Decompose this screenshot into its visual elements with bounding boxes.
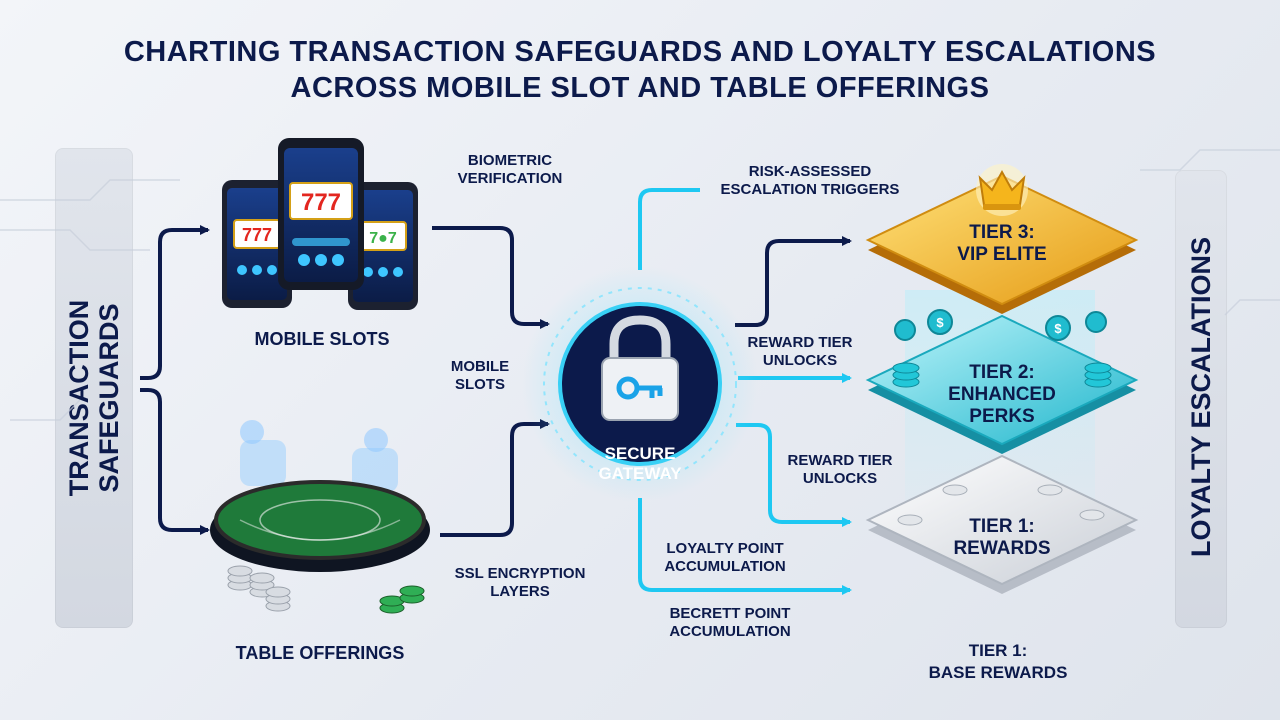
base-rewards-line-1: TIER 1: xyxy=(968,641,1028,660)
table-offerings-caption: TABLE OFFERINGS xyxy=(235,643,405,663)
reward-tier-unlocks-label-2: REWARD TIER UNLOCKS xyxy=(770,452,910,488)
tier-2-line-3: PERKS xyxy=(969,406,1035,427)
circuit-background xyxy=(0,149,1280,421)
svg-text:777: 777 xyxy=(242,225,272,245)
loyalty-point-accumulation-label: LOYALTY POINT ACCUMULATION xyxy=(645,540,805,576)
tier-1-line-2: REWARDS xyxy=(953,538,1051,559)
transaction-safeguards-panel xyxy=(55,148,133,628)
risk-assessed-label: RISK-ASSESSED ESCALATION TRIGGERS xyxy=(700,163,920,199)
secure-gateway-icon xyxy=(522,266,758,502)
becrett-line-2: ACCUMULATION xyxy=(669,623,791,640)
mobile-slots-caption: MOBILE SLOTS xyxy=(254,329,390,349)
tier-3-label: TIER 3: VIP ELITE xyxy=(932,222,1072,266)
tier-1-label: TIER 1: REWARDS xyxy=(932,516,1072,560)
becrett-point-accumulation-label: BECRETT POINT ACCUMULATION xyxy=(645,605,815,641)
tier-stack-icon xyxy=(865,174,1139,594)
page-title: CHARTING TRANSACTION SAFEGUARDS AND LOYA… xyxy=(0,34,1280,106)
slot-phone-icon: 777 7●7 777 xyxy=(222,138,418,310)
biometric-verification-label: BIOMETRIC VERIFICATION xyxy=(440,152,580,188)
gateway-line-2: GATEWAY xyxy=(598,464,682,483)
ssl-encryption-label: SSL ENCRYPTION LAYERS xyxy=(440,565,600,601)
ssl-line-1: SSL ENCRYPTION xyxy=(454,565,586,582)
unlock1-line-1: REWARD TIER xyxy=(747,334,853,351)
title-line-2: ACROSS MOBILE SLOT AND TABLE OFFERINGS xyxy=(290,72,990,104)
svg-text:777: 777 xyxy=(301,189,341,216)
mobile-flow-line-2: SLOTS xyxy=(454,376,505,393)
base-rewards-line-2: BASE REWARDS xyxy=(928,663,1068,682)
crown-icon xyxy=(976,164,1028,216)
tier-3-line-1: TIER 3: xyxy=(969,222,1035,243)
mobile-slots-flow-label: MOBILE SLOTS xyxy=(430,358,530,394)
reward-tier-unlocks-label-1: REWARD TIER UNLOCKS xyxy=(730,334,870,370)
tier-1-line-1: TIER 1: xyxy=(969,516,1035,537)
casino-table-icon xyxy=(210,420,430,572)
svg-text:$: $ xyxy=(936,315,944,330)
risk-line-2: ESCALATION TRIGGERS xyxy=(720,181,900,198)
svg-text:$: $ xyxy=(1054,321,1062,336)
title-line-1: CHARTING TRANSACTION SAFEGUARDS AND LOYA… xyxy=(123,36,1157,68)
chip-stack-icon xyxy=(227,565,425,614)
tier-2-line-2: ENHANCED xyxy=(948,384,1056,405)
loyalty-line-1: LOYALTY POINT xyxy=(666,540,784,557)
tier-3-line-2: VIP ELITE xyxy=(957,244,1047,265)
biometric-line-1: BIOMETRIC xyxy=(467,152,553,169)
safeguard-connector xyxy=(140,225,210,535)
unlock1-line-2: UNLOCKS xyxy=(762,352,838,369)
becrett-line-1: BECRETT POINT xyxy=(669,605,791,622)
gateway-line-1: SECURE xyxy=(604,444,676,463)
dollar-coin-icon: $ $ xyxy=(892,309,1112,526)
unlock2-line-1: REWARD TIER xyxy=(787,452,893,469)
base-rewards-label: TIER 1: BASE REWARDS xyxy=(898,640,1098,684)
loyalty-escalations-panel xyxy=(1175,170,1227,628)
tier-2-line-1: TIER 2: xyxy=(969,362,1035,383)
secure-gateway-label: SECURE GATEWAY xyxy=(570,444,710,484)
ssl-line-2: LAYERS xyxy=(490,583,550,600)
tier-2-label: TIER 2: ENHANCED PERKS xyxy=(932,362,1072,428)
svg-text:7●7: 7●7 xyxy=(369,230,397,247)
mobile-flow-line-1: MOBILE xyxy=(450,358,510,375)
risk-line-1: RISK-ASSESSED xyxy=(748,163,872,180)
unlock2-line-2: UNLOCKS xyxy=(802,470,878,487)
source-arrows xyxy=(432,226,550,537)
loyalty-line-2: ACCUMULATION xyxy=(664,558,786,575)
biometric-line-2: VERIFICATION xyxy=(457,170,563,187)
